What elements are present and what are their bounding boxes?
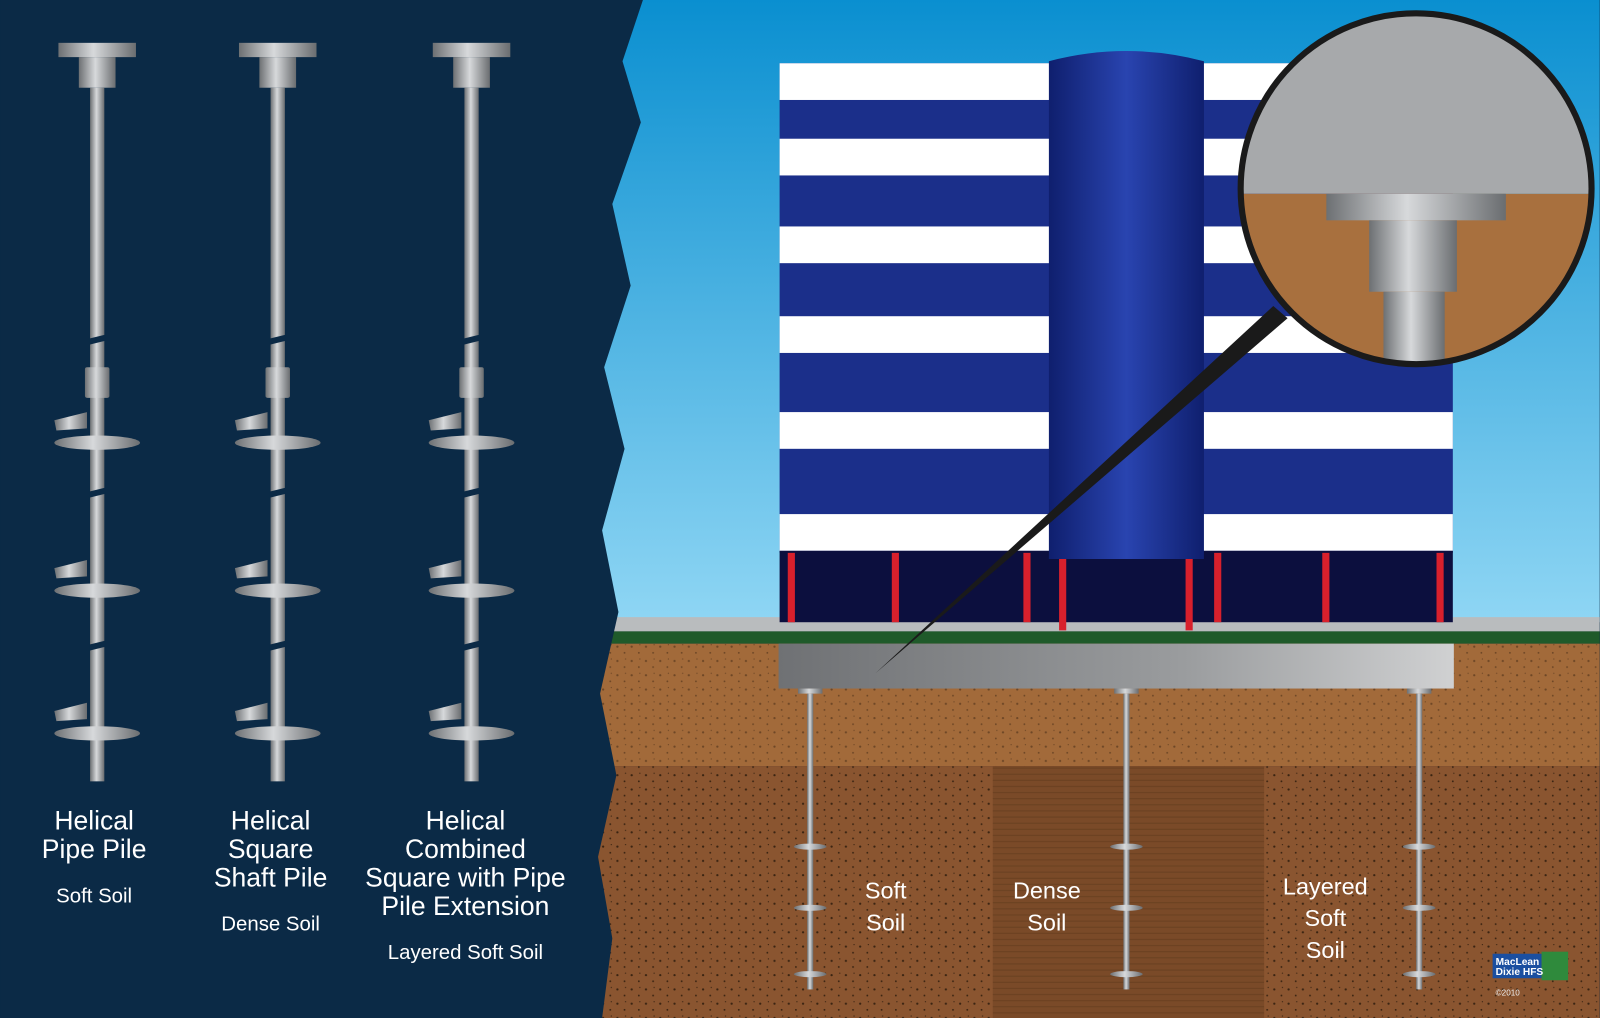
- grass-strip: [571, 631, 1600, 644]
- svg-text:Dixie HFS: Dixie HFS: [1496, 967, 1544, 978]
- soft-soil-label: Soft: [865, 878, 907, 904]
- company-logo: MacLean Dixie HFS ©2010: [1492, 951, 1569, 998]
- pile-1-title-line: Pipe Pile: [42, 834, 147, 864]
- layered-soil-label: Soft: [1304, 905, 1346, 931]
- pile-3-soil: Layered Soft Soil: [388, 942, 543, 964]
- foundation-slab: [778, 643, 1454, 689]
- pile-3-title-line: Combined: [405, 834, 526, 864]
- svg-text:MacLean: MacLean: [1496, 957, 1540, 968]
- pile-2-title-line: Shaft Pile: [214, 862, 328, 892]
- dense-soil-label: Soil: [1027, 909, 1066, 935]
- soft-soil-label: Soil: [866, 909, 905, 935]
- copyright: ©2010: [1496, 989, 1521, 998]
- cylindrical-tower: [1048, 51, 1204, 559]
- callout-pointer: [875, 306, 1288, 674]
- pile-2-title-line: Square: [228, 834, 314, 864]
- pile-3-title-line: Square with Pipe: [365, 862, 565, 892]
- pile-3-title-line: Pile Extension: [381, 891, 549, 921]
- pile-1-soil: Soft Soil: [56, 886, 132, 908]
- layered-soil-label: Layered: [1283, 874, 1368, 900]
- pile-2-title-line: Helical: [231, 805, 311, 835]
- pile-1-title-line: Helical: [54, 805, 134, 835]
- layered-soil-label: Soil: [1306, 937, 1345, 963]
- pile-types-panel: [0, 0, 643, 1018]
- pile-2-soil: Dense Soil: [221, 913, 320, 935]
- pile-3-title-line: Helical: [426, 805, 506, 835]
- dense-soil-label: Dense: [1013, 878, 1081, 904]
